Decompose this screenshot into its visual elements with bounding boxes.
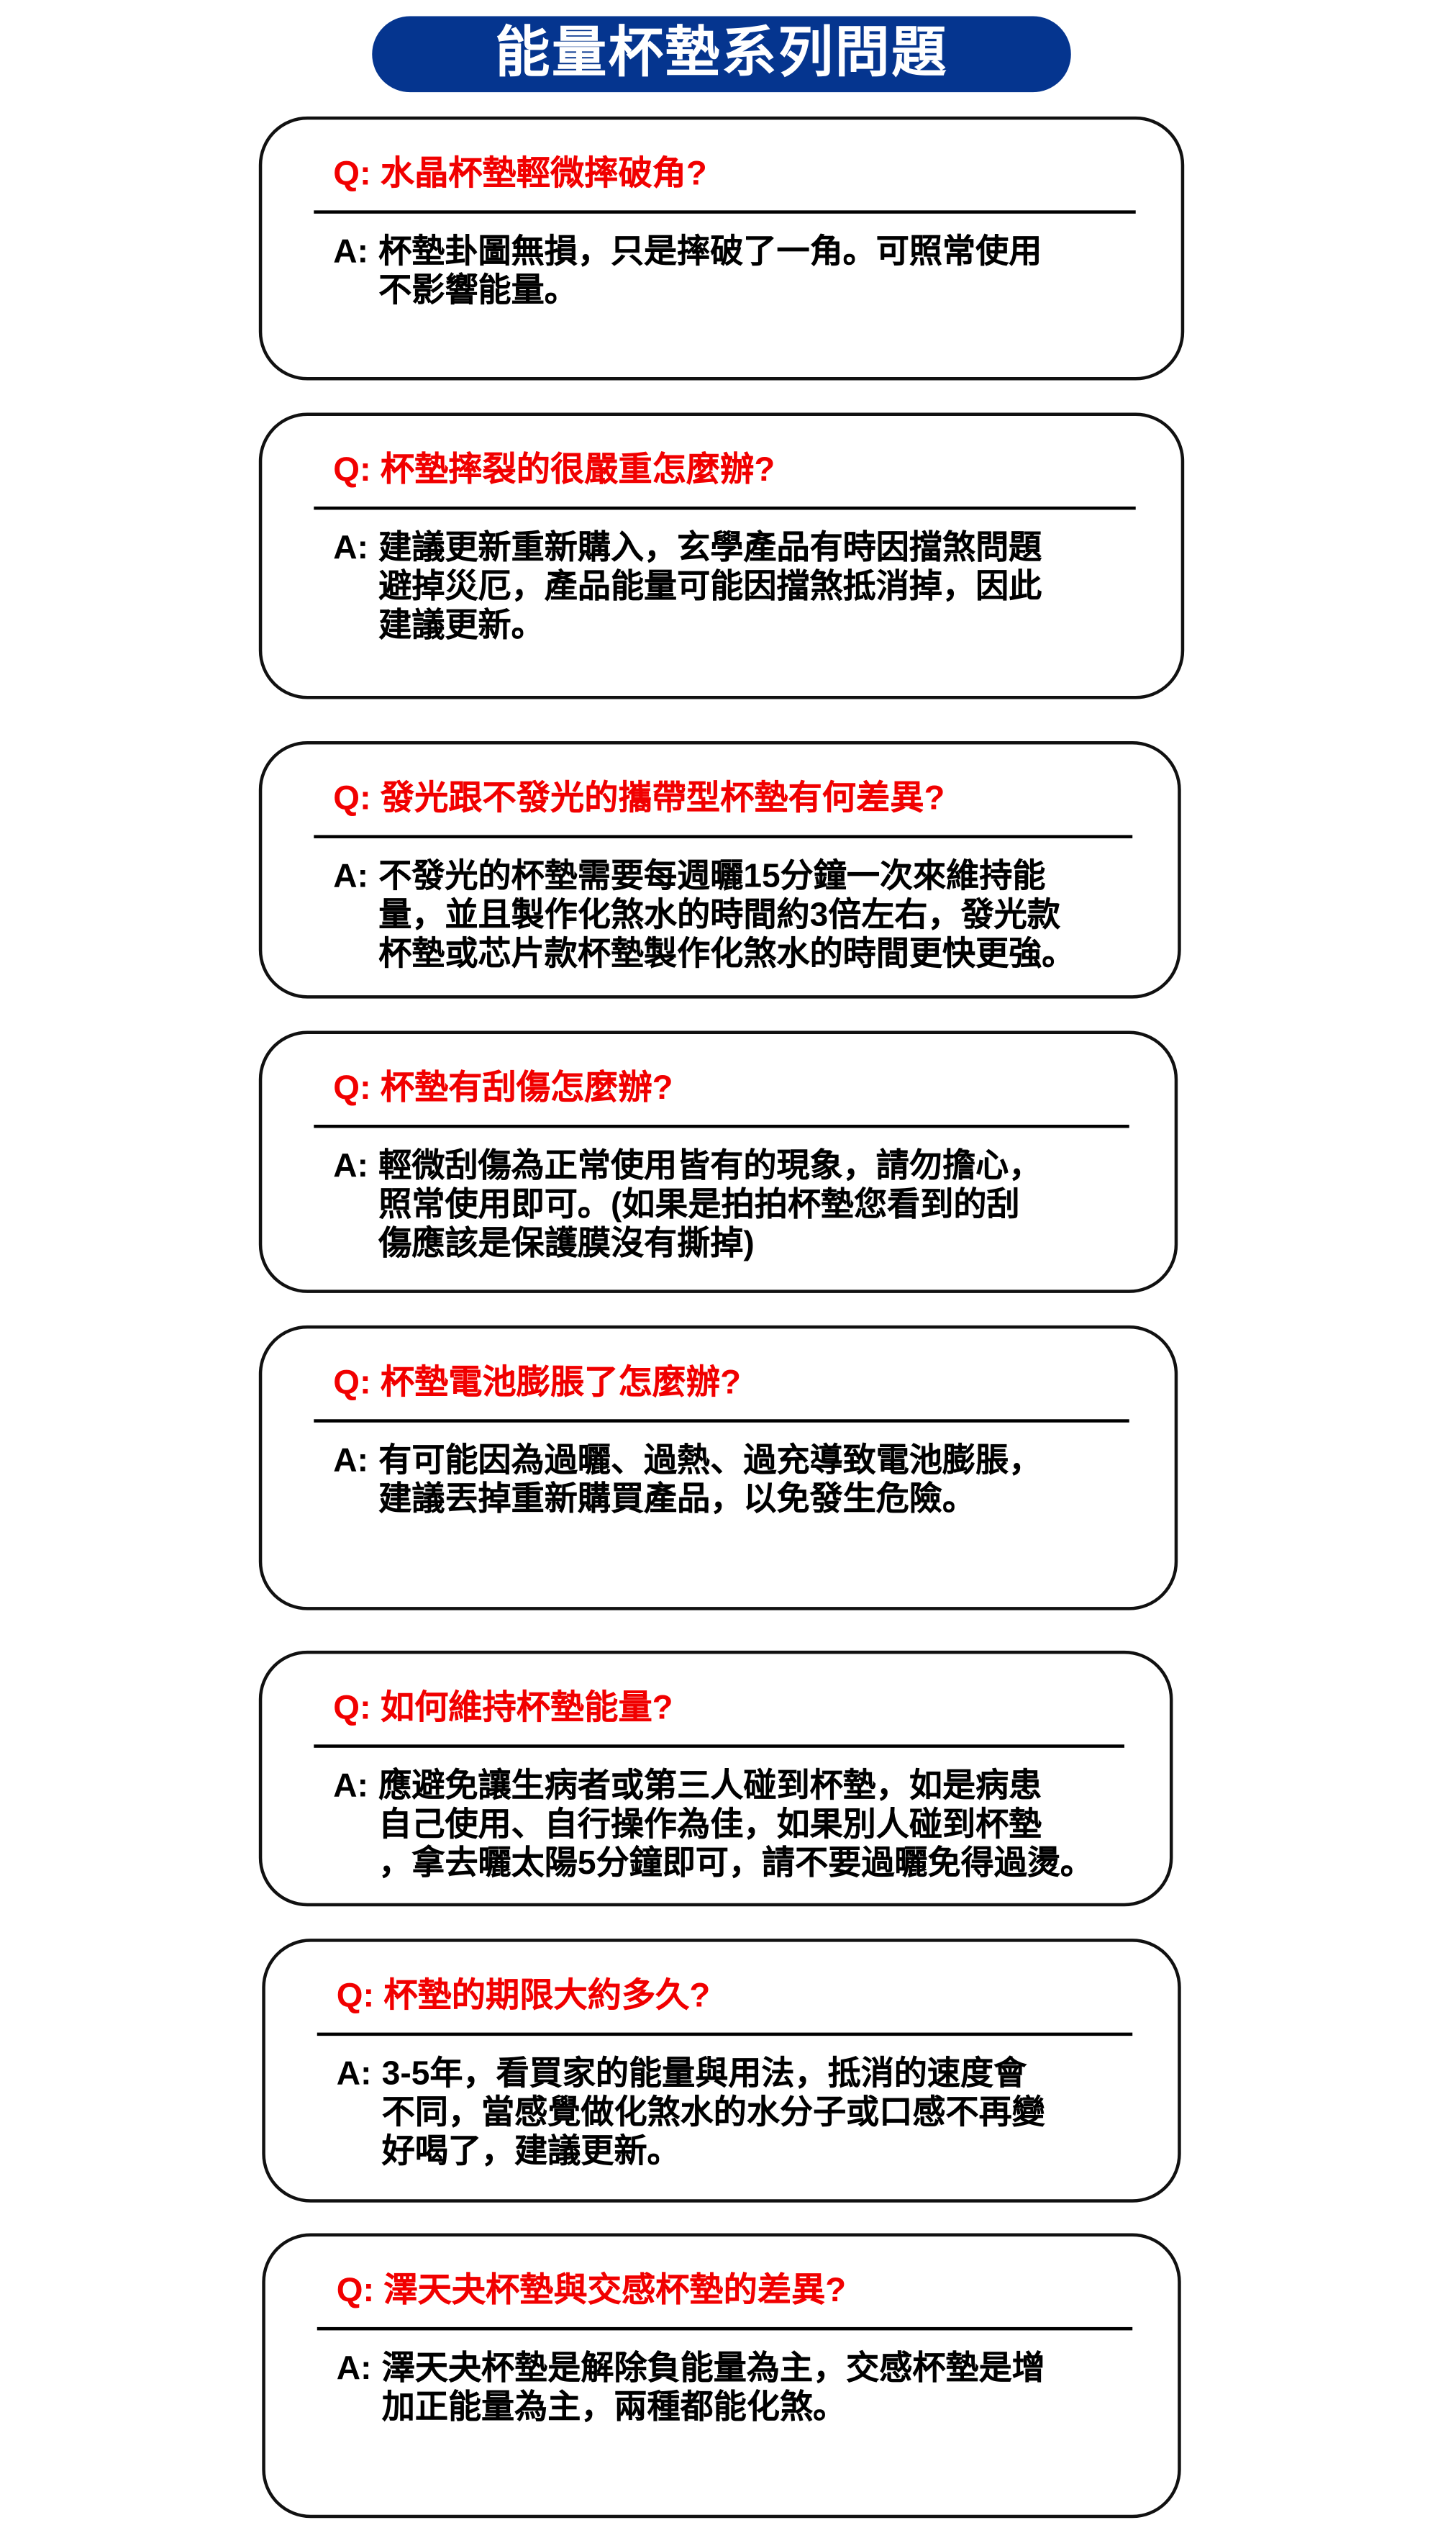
answer-label: A: — [333, 1767, 368, 1805]
answer-label: A: — [333, 529, 368, 567]
faq-card: Q: 杯墊有刮傷怎麼辦? A: 輕微刮傷為正常使用皆有的現象，請勿擔心，照常使用即… — [258, 1030, 1178, 1293]
answer-line: 建議更新。 — [378, 607, 545, 645]
answer-label: A: — [333, 857, 368, 895]
answer-line: 自己使用、自行操作為佳，如果別人碰到杯墊 — [378, 1805, 1042, 1844]
answer-line: 3-5年，看買家的能量與用法，抵消的速度會 — [381, 2055, 1027, 2093]
faq-question: Q: 杯墊有刮傷怎麼辦? — [333, 1069, 673, 1107]
answer-line: 不同，當感覺做化煞水的水分子或口感不再變 — [381, 2094, 1045, 2131]
answer-label: A: — [333, 1147, 368, 1185]
answer-line: 不發光的杯墊需要每週曬15分鐘一次來維持能 — [378, 857, 1046, 895]
answer-line: 避掉災厄，產品能量可能因擋煞抵消掉，因此 — [378, 568, 1042, 606]
faq-question: Q: 杯墊摔裂的很嚴重怎麼辦? — [333, 451, 775, 489]
faq-answer: A: 有可能因為過曬、過熱、過充導致電池膨脹，建議丟掉重新購買產品，以免發生危險。 — [333, 1442, 1142, 1520]
divider — [314, 1124, 1129, 1128]
divider — [314, 835, 1133, 838]
answer-line: 杯墊或芯片款杯墊製作化煞水的時間更快更強。 — [378, 935, 1075, 973]
faq-card: Q: 澤天夬杯墊與交感杯墊的差異? A:澤天夬杯墊是解除負能量為主，交感杯墊是增… — [262, 2233, 1181, 2519]
answer-line: 輕微刮傷為正常使用皆有的現象，請勿擔心， — [378, 1147, 1042, 1185]
faq-answer: A: 建議更新重新購入，玄學產品有時因擋煞問題避掉災厄，產品能量可能因擋煞抵消掉，… — [333, 529, 1148, 645]
faq-answer: A: 杯墊卦圖無損，只是摔破了一角。可照常使用不影響能量。 — [333, 233, 1148, 311]
faq-answer: A:澤天夬杯墊是解除負能量為主，交感杯墊是增加正能量為主，兩種都能化煞。 — [337, 2349, 1145, 2427]
answer-line: 量，並且製作化煞水的時間約3倍左右，發光款 — [378, 896, 1060, 934]
answer-line: 加正能量為主，兩種都能化煞。 — [381, 2388, 847, 2426]
faq-card: Q: 發光跟不發光的攜帶型杯墊有何差異? A: 不發光的杯墊需要每週曬15分鐘一次… — [258, 740, 1181, 999]
answer-label: A: — [336, 2055, 372, 2093]
answer-label: A: — [336, 2349, 372, 2388]
answer-label: A: — [333, 232, 368, 271]
faq-question: Q: 水晶杯墊輕微摔破角? — [333, 155, 707, 193]
answer-line: 建議更新重新購入，玄學產品有時因擋煞問題 — [378, 529, 1042, 567]
answer-line: 應避免讓生病者或第三人碰到杯墊，如是病患 — [378, 1767, 1042, 1805]
answer-line: 不影響能量。 — [378, 271, 578, 309]
answer-line: 好喝了，建議更新。 — [381, 2133, 681, 2170]
answer-label: A: — [333, 1441, 368, 1479]
answer-line: 澤天夬杯墊是解除負能量為主，交感杯墊是增 — [381, 2349, 1045, 2388]
answer-line: 杯墊卦圖無損，只是摔破了一角。可照常使用 — [378, 232, 1042, 271]
page-title: 能量杯墊系列問題 — [372, 16, 1071, 93]
divider — [317, 2326, 1133, 2331]
answer-line: 有可能因為過曬、過熱、過充導致電池膨脹， — [378, 1441, 1042, 1479]
faq-card: Q: 如何維持杯墊能量? A: 應避免讓生病者或第三人碰到杯墊，如是病患自己使用、… — [258, 1650, 1173, 1907]
faq-card: Q: 杯墊電池膨脹了怎麼辦? A: 有可能因為過曬、過熱、過充導致電池膨脹，建議丟… — [258, 1325, 1178, 1610]
faq-answer: A: 輕微刮傷為正常使用皆有的現象，請勿擔心，照常使用即可。(如果是拍拍杯墊您看到… — [333, 1147, 1142, 1264]
faq-question: Q: 杯墊電池膨脹了怎麼辦? — [333, 1364, 741, 1402]
faq-card: Q: 杯墊摔裂的很嚴重怎麼辦? A: 建議更新重新購入，玄學產品有時因擋煞問題避掉… — [258, 412, 1185, 699]
answer-line: ，拿去曬太陽5分鐘即可，請不要過曬免得過燙。 — [378, 1844, 1094, 1882]
faq-answer: A: 應避免讓生病者或第三人碰到杯墊，如是病患自己使用、自行操作為佳，如果別人碰到… — [333, 1767, 1137, 1884]
answer-line: 照常使用即可。(如果是拍拍杯墊您看到的刮 — [378, 1186, 1020, 1224]
faq-answer: A: 不發光的杯墊需要每週曬15分鐘一次來維持能量，並且製作化煞水的時間約3倍左右… — [333, 858, 1145, 974]
divider — [314, 1419, 1129, 1423]
faq-question: Q: 發光跟不發光的攜帶型杯墊有何差異? — [333, 779, 945, 817]
faq-question: Q: 如何維持杯墊能量? — [333, 1689, 673, 1727]
answer-line: 建議丟掉重新購買產品，以免發生危險。 — [378, 1480, 976, 1518]
answer-line: 傷應該是保護膜沒有撕掉) — [378, 1225, 755, 1263]
faq-answer: A:3-5年，看買家的能量與用法，抵消的速度會不同，當感覺做化煞水的水分子或口感… — [337, 2055, 1145, 2172]
faq-card: Q: 水晶杯墊輕微摔破角? A: 杯墊卦圖無損，只是摔破了一角。可照常使用不影響能… — [258, 116, 1185, 381]
divider — [317, 2032, 1133, 2036]
divider — [314, 506, 1136, 510]
divider — [314, 1744, 1124, 1748]
faq-card: Q: 杯墊的期限大約多久? A:3-5年，看買家的能量與用法，抵消的速度會不同，… — [262, 1939, 1181, 2203]
faq-question: Q: 澤天夬杯墊與交感杯墊的差異? — [336, 2272, 847, 2310]
faq-question: Q: 杯墊的期限大約多久? — [336, 1977, 711, 2015]
divider — [314, 210, 1136, 214]
